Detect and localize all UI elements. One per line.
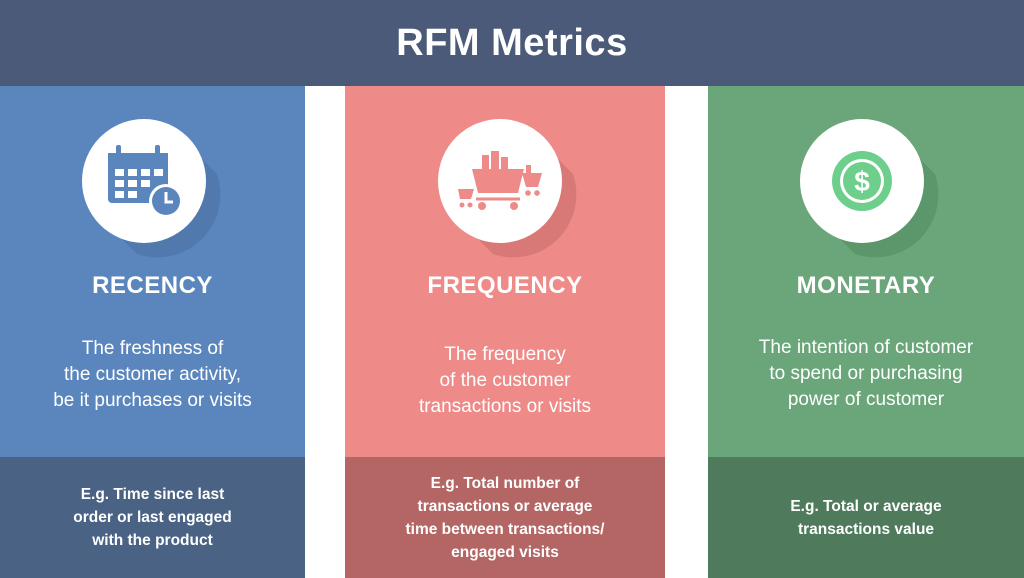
monetary-title: MONETARY [796,272,936,299]
shopping-cart-icon [438,119,578,259]
frequency-title: FREQUENCY [427,272,583,299]
recency-example-line: E.g. Time since last [80,486,225,503]
monetary-example-line: E.g. Total or average [790,497,942,515]
frequency-example: E.g. Total number of transactions or ave… [345,457,665,578]
monetary-description-line: to spend or purchasing [769,363,963,384]
frequency-description-line: of the customer [439,370,571,391]
recency-example: E.g. Time since last order or last engag… [0,457,305,578]
header-bar: RFM Metrics [0,0,1024,86]
page-title: RFM Metrics [396,21,628,64]
svg-text:$: $ [854,166,870,197]
frequency-example-line: transactions or average [417,497,593,515]
monetary-description: The intention of customer to spend or pu… [708,335,1024,413]
calendar-clock-icon [82,119,222,259]
recency-description: The freshness of the customer activity, … [0,336,305,414]
recency-description-line: The freshness of [81,338,224,359]
recency-description-line: the customer activity, [63,364,242,385]
recency-example-line: with the product [92,532,213,549]
monetary-panel: $ MONETARY The intention of customer to … [708,86,1024,457]
monetary-example-line: transactions value [797,520,935,538]
frequency-column: FREQUENCY The frequency of the customer … [345,86,665,578]
dollar-coin-icon: $ [800,119,940,259]
recency-panel: RECENCY The freshness of the customer ac… [0,86,305,457]
frequency-description-line: transactions or visits [418,396,592,417]
monetary-description-line: The intention of customer [758,337,974,358]
frequency-example-line: time between transactions/ [405,520,605,538]
monetary-description-line: power of customer [787,389,945,410]
frequency-panel: FREQUENCY The frequency of the customer … [345,86,665,457]
recency-title: RECENCY [92,272,213,299]
monetary-column: $ MONETARY The intention of customer to … [708,86,1024,578]
frequency-example-line: E.g. Total number of [430,474,580,492]
recency-column: RECENCY The freshness of the customer ac… [0,86,305,578]
monetary-example: E.g. Total or average transactions value [708,457,1024,578]
recency-description-line: be it purchases or visits [53,390,252,411]
recency-example-line: order or last engaged [73,509,232,526]
frequency-description-line: The frequency [444,344,566,365]
frequency-example-line: engaged visits [451,543,559,561]
frequency-description: The frequency of the customer transactio… [345,342,665,420]
